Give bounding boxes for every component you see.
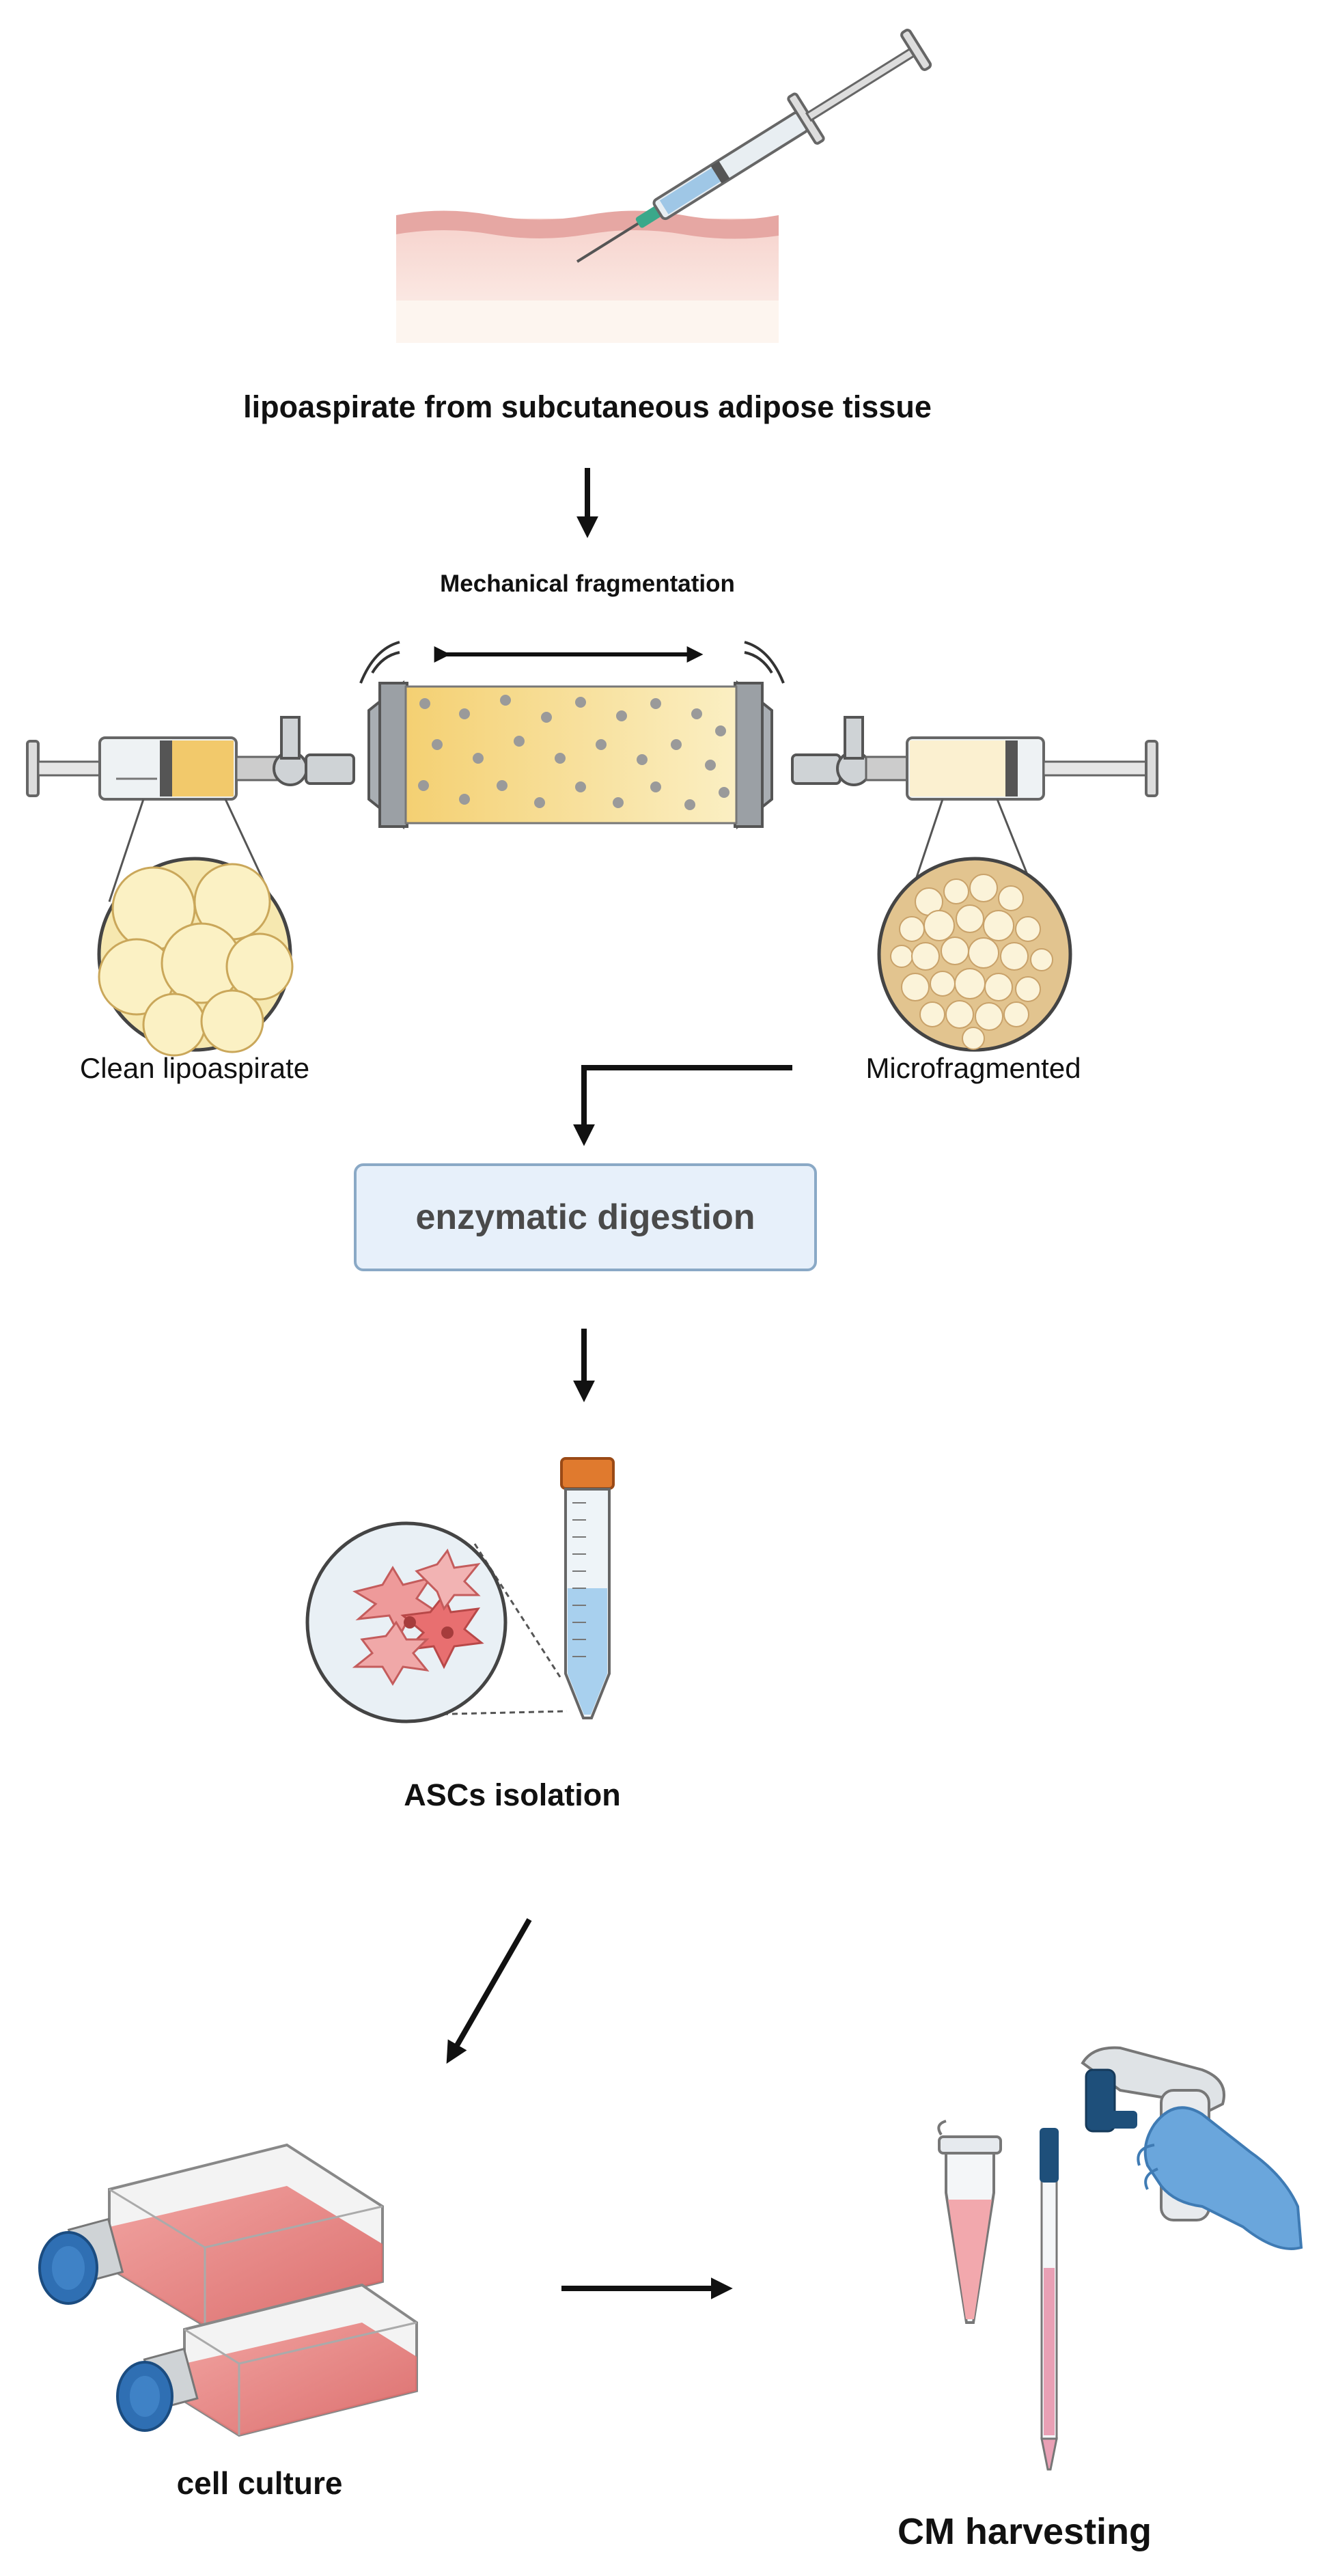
gloved-hand-icon: [1137, 2106, 1303, 2250]
enzymatic-digestion-box: enzymatic digestion: [354, 1163, 817, 1271]
falcon-tube-icon: [560, 1457, 615, 1719]
ascs-cells-zoom: [305, 1521, 568, 1723]
enzymatic-digestion-label: enzymatic digestion: [415, 1197, 755, 1237]
serological-pipette-icon: [1040, 2171, 1058, 2471]
mechanical-fragmentation-label: Mechanical fragmentation: [440, 570, 735, 597]
ascs-isolation-label: ASCs isolation: [404, 1777, 621, 1812]
microfragmented-label: Microfragmented: [865, 1052, 1081, 1084]
syringe-needle-icon: [576, 29, 932, 263]
cm-harvesting-label: CM harvesting: [897, 2511, 1152, 2552]
microtube-icon: [937, 2120, 1002, 2324]
clean-lipoaspirate-label: Clean lipoaspirate: [79, 1052, 310, 1084]
culture-flask-icon-back: [38, 2143, 384, 2328]
elbow-arrow: [573, 1065, 792, 1146]
cell-culture-label: cell culture: [176, 2465, 343, 2501]
adipose-particles: [418, 695, 729, 810]
culture-flask-icon-front: [116, 2283, 418, 2437]
clean-lipoaspirate-zoom: [97, 799, 294, 1057]
arrow-diagonal: [446, 1918, 532, 2064]
lipoaspirate-label: lipoaspirate from subcutaneous adipose t…: [243, 389, 932, 424]
microfragmented-zoom: [877, 799, 1072, 1052]
left-syringe-icon: [26, 716, 355, 801]
right-syringe-icon: [791, 716, 1158, 801]
skin-tissue-icon: [396, 210, 779, 343]
